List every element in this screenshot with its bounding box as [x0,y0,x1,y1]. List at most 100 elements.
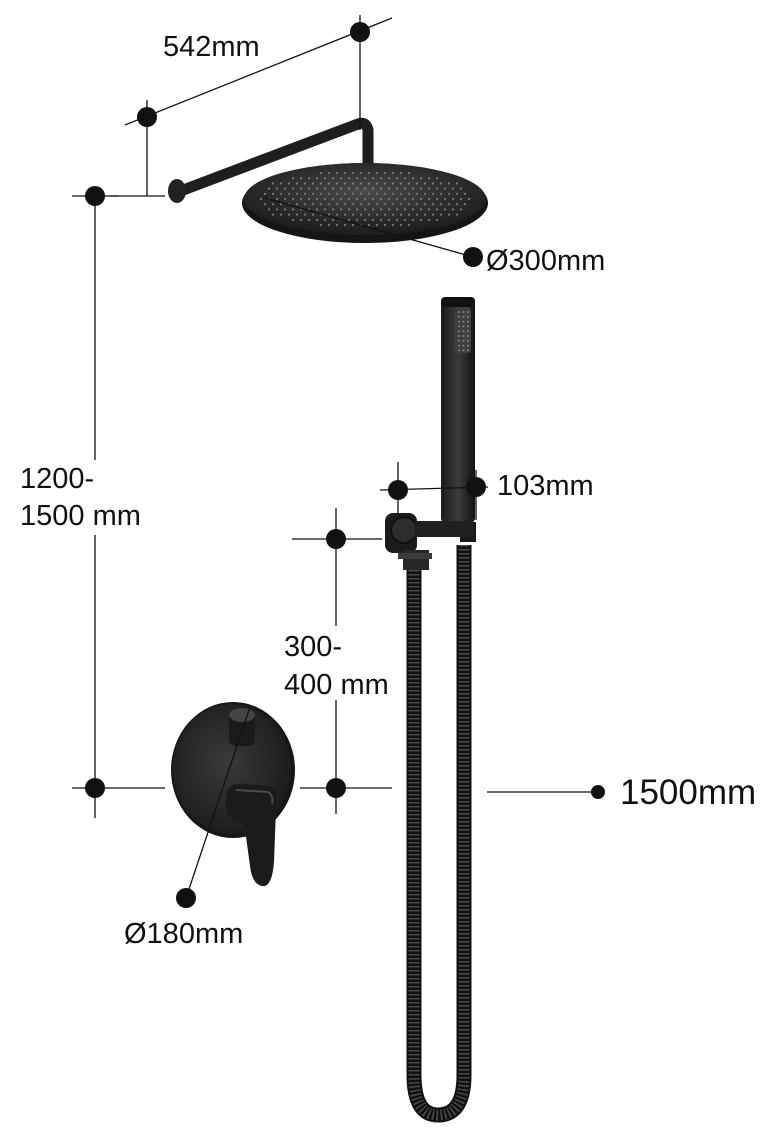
nozzle-dot [399,213,403,216]
nozzle-dot [363,218,367,221]
nozzle-dot [343,171,347,175]
nozzle-dot [371,187,375,190]
nozzle-dot [462,315,465,318]
nozzle-dot [399,223,403,227]
nozzle-dot [458,315,460,318]
nozzle-dot [439,192,443,195]
nozzle-dot [411,187,415,190]
nozzle-dot [431,192,435,195]
nozzle-dot [455,213,459,216]
nozzle-dot [359,203,363,206]
nozzle-dot [379,197,383,201]
nozzle-dot [383,223,387,227]
nozzle-dot [347,187,351,190]
nozzle-dot [458,339,460,342]
nozzle-dot [447,182,451,185]
nozzle-dot [319,182,323,185]
nozzle-dot [323,177,327,180]
nozzle-dot [411,197,415,201]
nozzle-dot [355,187,359,190]
nozzle-dot [387,197,391,201]
nozzle-dot [415,192,419,195]
nozzle-dot [458,335,460,337]
nozzle-dot [419,177,423,180]
nozzle-dot [335,171,339,175]
marker-dot [350,22,370,42]
nozzle-dot [403,197,407,201]
nozzle-dot [467,339,469,342]
nozzle-dot [407,192,411,195]
plate-diameter-label: Ø180mm [124,918,243,950]
nozzle-dot [279,213,283,216]
nozzle-dot [363,187,367,190]
marker-dot [85,778,105,798]
nozzle-dot [455,192,459,195]
nozzle-dot [403,177,407,180]
nozzle-dot [339,197,343,201]
nozzle-dot [375,203,379,206]
nozzle-dot [443,187,447,190]
nozzle-dot [407,171,411,175]
nozzle-dot [371,197,375,201]
nozzle-dot [343,223,347,227]
nozzle-dot [419,208,423,211]
nozzle-dot [351,223,355,227]
nozzle-dot [323,208,327,211]
nozzle-dot [319,171,323,175]
nozzle-dot [291,208,295,211]
nozzle-dot [367,213,371,216]
nozzle-dot [462,335,465,337]
nozzle-dot [275,208,279,211]
nozzle-dot [263,192,267,195]
nozzle-dot [291,177,295,180]
nozzle-dot [383,213,387,216]
nozzle-dot [291,197,295,201]
nozzle-dot [359,171,363,175]
nozzle-dot [307,187,311,190]
nozzle-dot [351,171,355,175]
nozzle-dot [467,335,469,337]
nozzle-dot [327,182,331,185]
nozzle-dot [299,218,303,221]
nozzle-dot [295,192,299,195]
nozzle-dot [315,208,319,211]
nozzle-dot [371,218,375,221]
nozzle-dot [447,192,451,195]
nozzle-dot [467,320,469,323]
nozzle-dot [391,203,395,206]
nozzle-dot [462,349,465,352]
nozzle-dot [462,325,465,328]
nozzle-dot [327,223,331,227]
nozzle-dot [323,218,327,221]
nozzle-dot [343,182,347,185]
nozzle-dot [443,197,447,201]
nozzle-dot [407,182,411,185]
marker-dot [466,477,486,497]
nozzle-dot [458,320,460,323]
nozzle-dot [307,177,311,180]
nozzle-dot [367,171,371,175]
nozzle-dot [363,197,367,201]
nozzle-dot [359,213,363,216]
marker-dot [591,785,605,799]
marker-dot [85,186,105,206]
nozzle-dot [355,197,359,201]
nozzle-dot [399,182,403,185]
nozzle-dot [411,218,415,221]
nozzle-dot [355,208,359,211]
nozzle-dot [431,203,435,206]
nozzle-dot [283,208,287,211]
nozzle-dot [263,203,267,206]
nozzle-dot [383,203,387,206]
nozzle-dot [327,213,331,216]
nozzle-dot [271,182,275,185]
nozzle-dot [375,213,379,216]
marker-dot [326,778,346,798]
nozzle-dot [307,197,311,201]
nozzle-dot [351,213,355,216]
nozzle-dot [423,213,427,216]
dimension-labels: 542mm Ø300mm 1200- 1500 mm 103mm 300- 40… [20,31,756,950]
nozzle-dot [279,203,283,206]
nozzle-dot [351,182,355,185]
nozzle-dot [423,192,427,195]
